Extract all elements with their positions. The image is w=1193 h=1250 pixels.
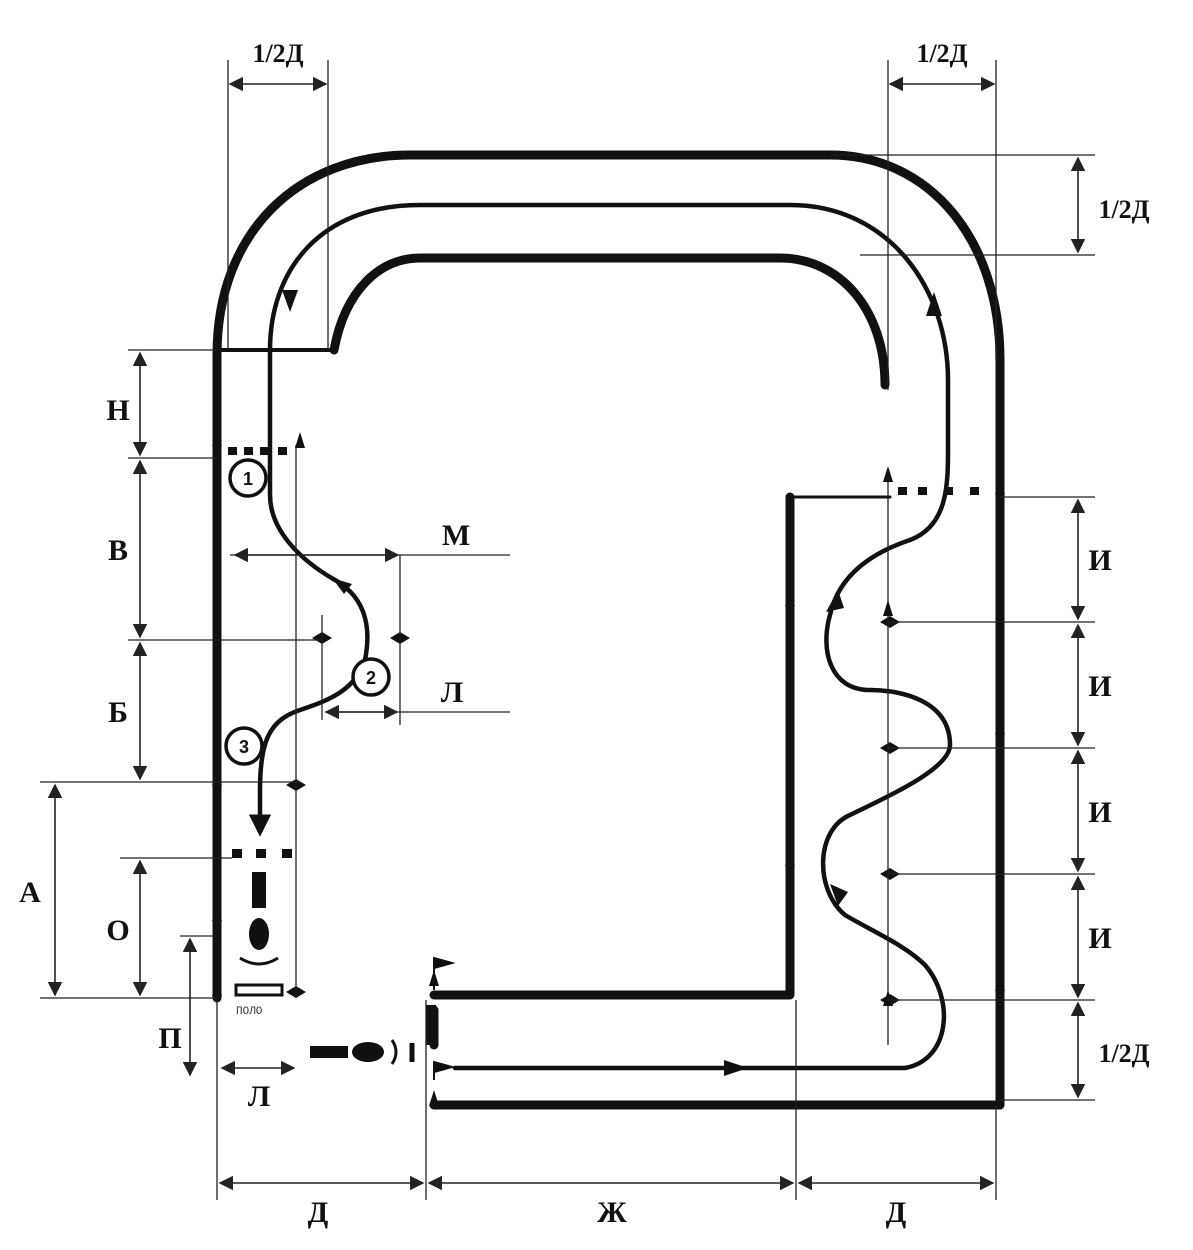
label-l-bottom: Л xyxy=(248,1080,270,1113)
label-v: В xyxy=(108,534,128,567)
route-line xyxy=(248,202,953,1071)
label-zh: Ж xyxy=(597,1196,627,1229)
flags xyxy=(433,956,456,1080)
marker-3: 3 xyxy=(224,726,264,766)
track-boundaries xyxy=(212,150,1005,1110)
label-m: М xyxy=(442,519,470,552)
marker-2-label: 2 xyxy=(366,668,376,688)
route-arrow-bottom xyxy=(724,1060,748,1076)
post-lines xyxy=(295,445,889,1045)
label-i-4: И xyxy=(1088,922,1111,955)
label-half-d-right-top: 1/2Д xyxy=(1098,195,1149,224)
label-half-d-top-left: 1/2Д xyxy=(252,39,303,68)
vehicle-route xyxy=(248,202,953,1076)
route-arrow-snake-low xyxy=(830,884,848,906)
vehicle-at-start xyxy=(310,1005,436,1065)
route-arrow-left-down xyxy=(282,290,298,312)
cone-row-snake-top xyxy=(898,487,979,495)
route-arrow-snake xyxy=(826,590,844,612)
wall-arrows xyxy=(212,430,1005,1106)
cones xyxy=(212,430,1005,1106)
marker-2: 2 xyxy=(351,657,391,697)
route-arrow-right-up xyxy=(926,292,942,316)
label-half-d-top-right: 1/2Д xyxy=(916,39,967,68)
marker-3-label: 3 xyxy=(239,737,249,757)
outer-boundary xyxy=(212,150,1005,1110)
route-arrow-chicane xyxy=(332,578,352,594)
label-n: Н xyxy=(106,394,129,427)
marker-1: 1 xyxy=(228,458,268,498)
label-p: П xyxy=(158,1022,181,1055)
label-i-3: И xyxy=(1088,796,1111,829)
middle-boundary xyxy=(329,253,890,390)
label-d-right: Д xyxy=(886,1196,907,1229)
cone-row-stop xyxy=(232,849,292,858)
dimension-lines xyxy=(40,60,1095,1200)
vehicle-in-garage: ПОЛО xyxy=(234,872,284,1018)
label-a: А xyxy=(19,876,41,909)
snake-left-wall xyxy=(429,492,795,1000)
label-i-1: И xyxy=(1088,544,1111,577)
label-o: О xyxy=(106,914,129,947)
label-l-mid: Л xyxy=(441,676,463,709)
label-d-left: Д xyxy=(308,1196,329,1229)
stop-line-text: ПОЛО xyxy=(236,1006,263,1018)
label-b: Б xyxy=(108,696,128,729)
dimension-labels: 1/2Д 1/2Д 1/2Д 1/2Д Н В Б А О П Л Л М И … xyxy=(19,39,1149,1229)
marker-1-label: 1 xyxy=(243,469,253,489)
cone-row-top-left xyxy=(228,447,287,455)
label-half-d-right-bottom: 1/2Д xyxy=(1098,1039,1149,1068)
label-i-2: И xyxy=(1088,670,1111,703)
